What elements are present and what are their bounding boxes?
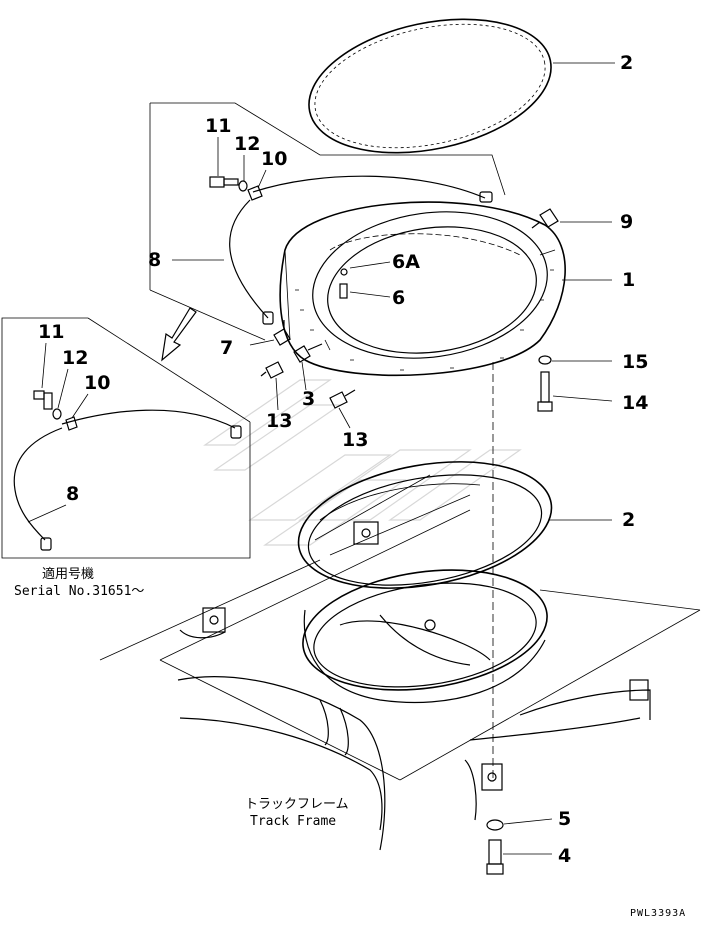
explode-frame-lower — [99, 509, 701, 781]
track-frame-ring — [302, 569, 548, 704]
pin-6 — [339, 283, 348, 299]
callout-6: 6 — [392, 287, 405, 309]
bolt-14 — [537, 371, 553, 412]
fitting-3 — [293, 343, 323, 363]
fitting-13-left — [260, 361, 284, 379]
track-frame-left — [177, 676, 386, 851]
bracket-upper — [353, 521, 379, 545]
track-frame-right — [464, 679, 651, 821]
grease-line-upper — [229, 175, 493, 325]
arrow-down-icon — [161, 307, 197, 362]
fitting-9 — [531, 208, 559, 229]
leader-5 — [503, 818, 553, 825]
callout-13-left: 13 — [266, 410, 292, 432]
explode-frame-upper — [149, 102, 506, 341]
watermark-logo — [203, 379, 522, 546]
callout-8-inset: 8 — [66, 483, 79, 505]
seal-ring-bottom — [297, 461, 553, 589]
leader-12-inset — [57, 368, 69, 409]
bolt-4 — [486, 839, 504, 875]
callout-2-top: 2 — [620, 52, 633, 74]
callout-4: 4 — [558, 845, 571, 867]
bracket-lower-right — [481, 763, 503, 791]
bracket-lower-left — [179, 607, 226, 639]
fitting-13-right — [329, 389, 356, 409]
leader-6A — [349, 261, 391, 269]
track-frame-label-en: Track Frame — [250, 814, 336, 829]
leader-7 — [249, 339, 275, 346]
washer-12-inset — [52, 408, 62, 420]
callout-3: 3 — [302, 388, 315, 410]
callout-9: 9 — [620, 211, 633, 233]
callout-8-top: 8 — [148, 249, 161, 271]
fitting-7 — [273, 320, 291, 346]
bolt-11-upper — [209, 176, 239, 188]
callout-15: 15 — [622, 351, 648, 373]
callout-7: 7 — [220, 337, 233, 359]
leader-3 — [301, 361, 307, 391]
washer-12-upper — [238, 180, 248, 192]
callout-11-top: 11 — [205, 115, 231, 137]
plug-6A — [340, 268, 348, 276]
washer-15 — [538, 355, 552, 365]
leader-8-inset — [27, 504, 67, 523]
leader-6 — [349, 291, 391, 298]
callout-11-inset: 11 — [38, 321, 64, 343]
seal-ring-top — [308, 18, 552, 154]
leader-10-top — [257, 169, 267, 189]
inset-frame — [1, 317, 251, 559]
callout-13-right: 13 — [342, 429, 368, 451]
washer-5 — [486, 819, 504, 831]
callout-2-bottom: 2 — [622, 509, 635, 531]
callout-12-top: 12 — [234, 133, 260, 155]
leader-11-inset — [41, 342, 47, 389]
callout-5: 5 — [558, 808, 571, 830]
drawing-code: PWL3393A — [630, 908, 686, 919]
callout-10-top: 10 — [261, 148, 287, 170]
swing-circle-bearing — [279, 201, 566, 377]
track-frame-label-jp: トラックフレーム — [245, 797, 349, 812]
grease-line-inset — [13, 409, 242, 551]
callout-6A: 6A — [392, 251, 420, 273]
callout-12-inset: 12 — [62, 347, 88, 369]
leader-13-left — [275, 377, 279, 411]
leader-14 — [552, 395, 613, 402]
bolt-11-inset — [33, 390, 53, 410]
inset-note-jp: 適用号機 — [42, 566, 94, 582]
callout-1: 1 — [622, 269, 635, 291]
callout-10-inset: 10 — [84, 372, 110, 394]
callout-14: 14 — [622, 392, 648, 414]
leader-13-right — [338, 407, 351, 429]
inset-note-serial: Serial No.31651～ — [14, 584, 144, 599]
leader-10-inset — [71, 393, 89, 419]
